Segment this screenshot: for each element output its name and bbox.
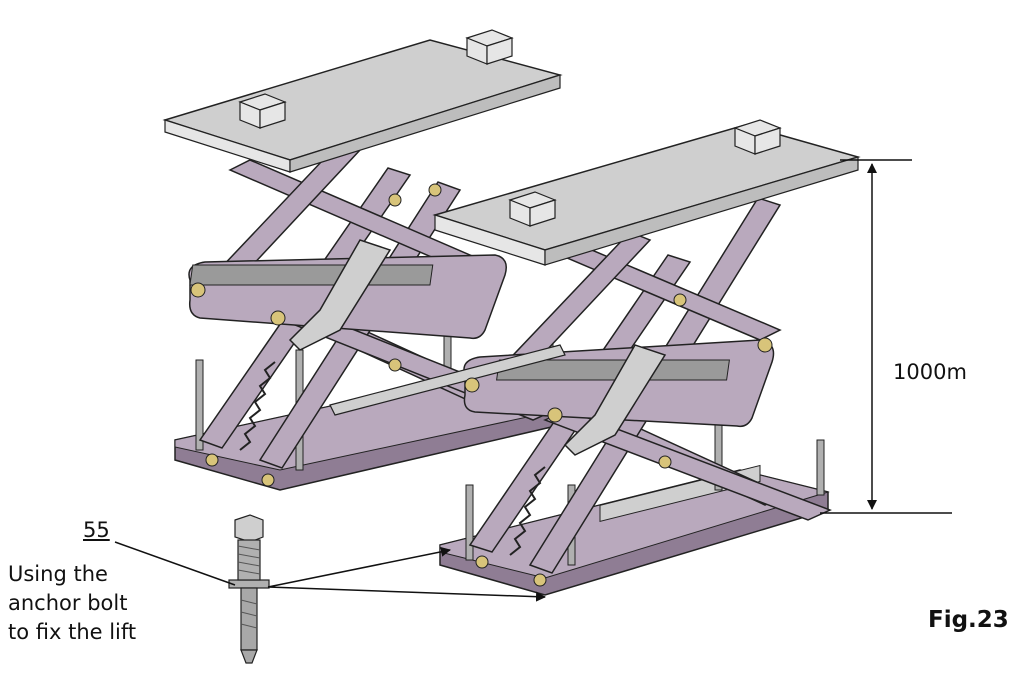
right-hose [509,466,546,556]
left-pivot-pins [190,183,442,487]
anchor-bolt [228,514,270,664]
pointer-arrow-lower [267,586,546,602]
pointer-arrow-upper [267,546,451,588]
leader-lines [114,541,546,602]
caption-line: anchor bolt [8,591,128,615]
caption-line: to fix the lift [8,620,137,644]
bolt-nut [234,514,264,543]
dimension-label: 1000m [893,360,967,384]
left-rubber-blocks [238,29,514,129]
part-number: 55 [83,518,110,542]
anchor-bolt-caption: Using the anchor bolt to fix the lift [8,560,158,647]
right-lift-unit [329,119,861,596]
caption-line: Using the [8,562,108,586]
left-hydraulic-cylinder [288,239,392,351]
bolt-shank [240,587,258,651]
left-hose [239,361,276,451]
right-pivot-pins [464,293,773,587]
right-hydraulic-cylinder [563,344,667,456]
part-leader [114,541,236,586]
figure-label: Fig.23 [928,607,1009,633]
height-dimension [820,159,952,514]
right-rubber-blocks [508,119,782,227]
left-lift-unit [162,29,563,491]
bolt-washer [228,579,270,589]
connecting-crossbar [329,344,566,416]
